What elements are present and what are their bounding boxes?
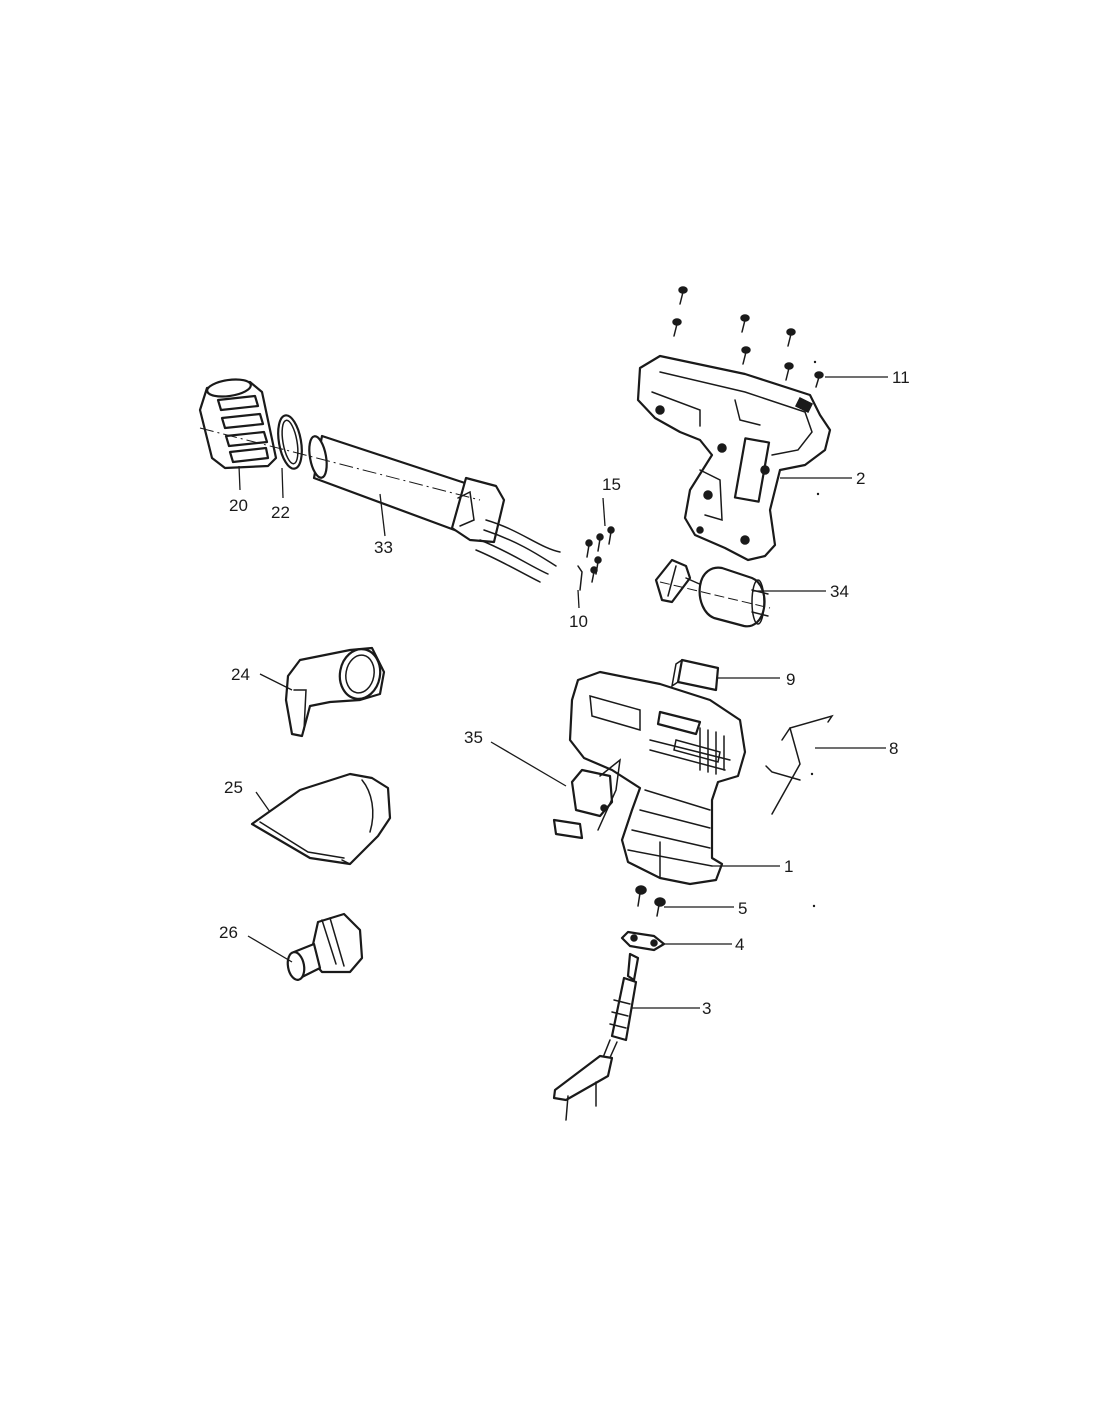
- callout-1: 1: [784, 857, 793, 876]
- assembly-axis-lines: [199, 427, 481, 501]
- housing-half-2: [636, 354, 832, 562]
- callout-25: 25: [224, 778, 243, 797]
- screws-5: [635, 885, 666, 917]
- switch-bracket-9: [670, 658, 720, 692]
- switch-35: [552, 758, 621, 840]
- reducing-nozzle-26: [286, 912, 364, 981]
- callout-10: 10: [569, 612, 588, 631]
- callout-3: 3: [702, 999, 711, 1018]
- callout-labels: 11 2 15 20 22 33 34 10 9 24 35 8 25 1 5 …: [219, 368, 910, 1018]
- reflector-nozzle-24: [284, 646, 386, 738]
- callout-2: 2: [856, 469, 865, 488]
- heating-element-33: [308, 434, 561, 583]
- callout-15: 15: [602, 475, 621, 494]
- screws-15: [585, 526, 615, 583]
- main-housing-1: [568, 670, 747, 886]
- callout-34: 34: [830, 582, 849, 601]
- callout-33: 33: [374, 538, 393, 557]
- callout-9: 9: [786, 670, 795, 689]
- callout-4: 4: [735, 935, 744, 954]
- callout-20: 20: [229, 496, 248, 515]
- screw-set-11: [672, 286, 824, 388]
- callout-22: 22: [271, 503, 290, 522]
- wire-bracket-8: [765, 714, 834, 815]
- callout-11: 11: [892, 368, 910, 387]
- callout-35: 35: [464, 728, 483, 747]
- callout-8: 8: [889, 739, 898, 758]
- clip-10: [577, 565, 583, 591]
- callout-24: 24: [231, 665, 250, 684]
- motor-fan-34: [654, 558, 771, 628]
- ring-22: [277, 414, 303, 470]
- callout-26: 26: [219, 923, 238, 942]
- nozzle-cap-20: [198, 378, 278, 470]
- leader-lines: [238, 376, 888, 1009]
- cord-clamp-4: [620, 930, 666, 952]
- flat-nozzle-25: [250, 772, 392, 866]
- callout-5: 5: [738, 899, 747, 918]
- scan-speck-dots: [810, 360, 820, 908]
- power-cord-3: [552, 952, 640, 1121]
